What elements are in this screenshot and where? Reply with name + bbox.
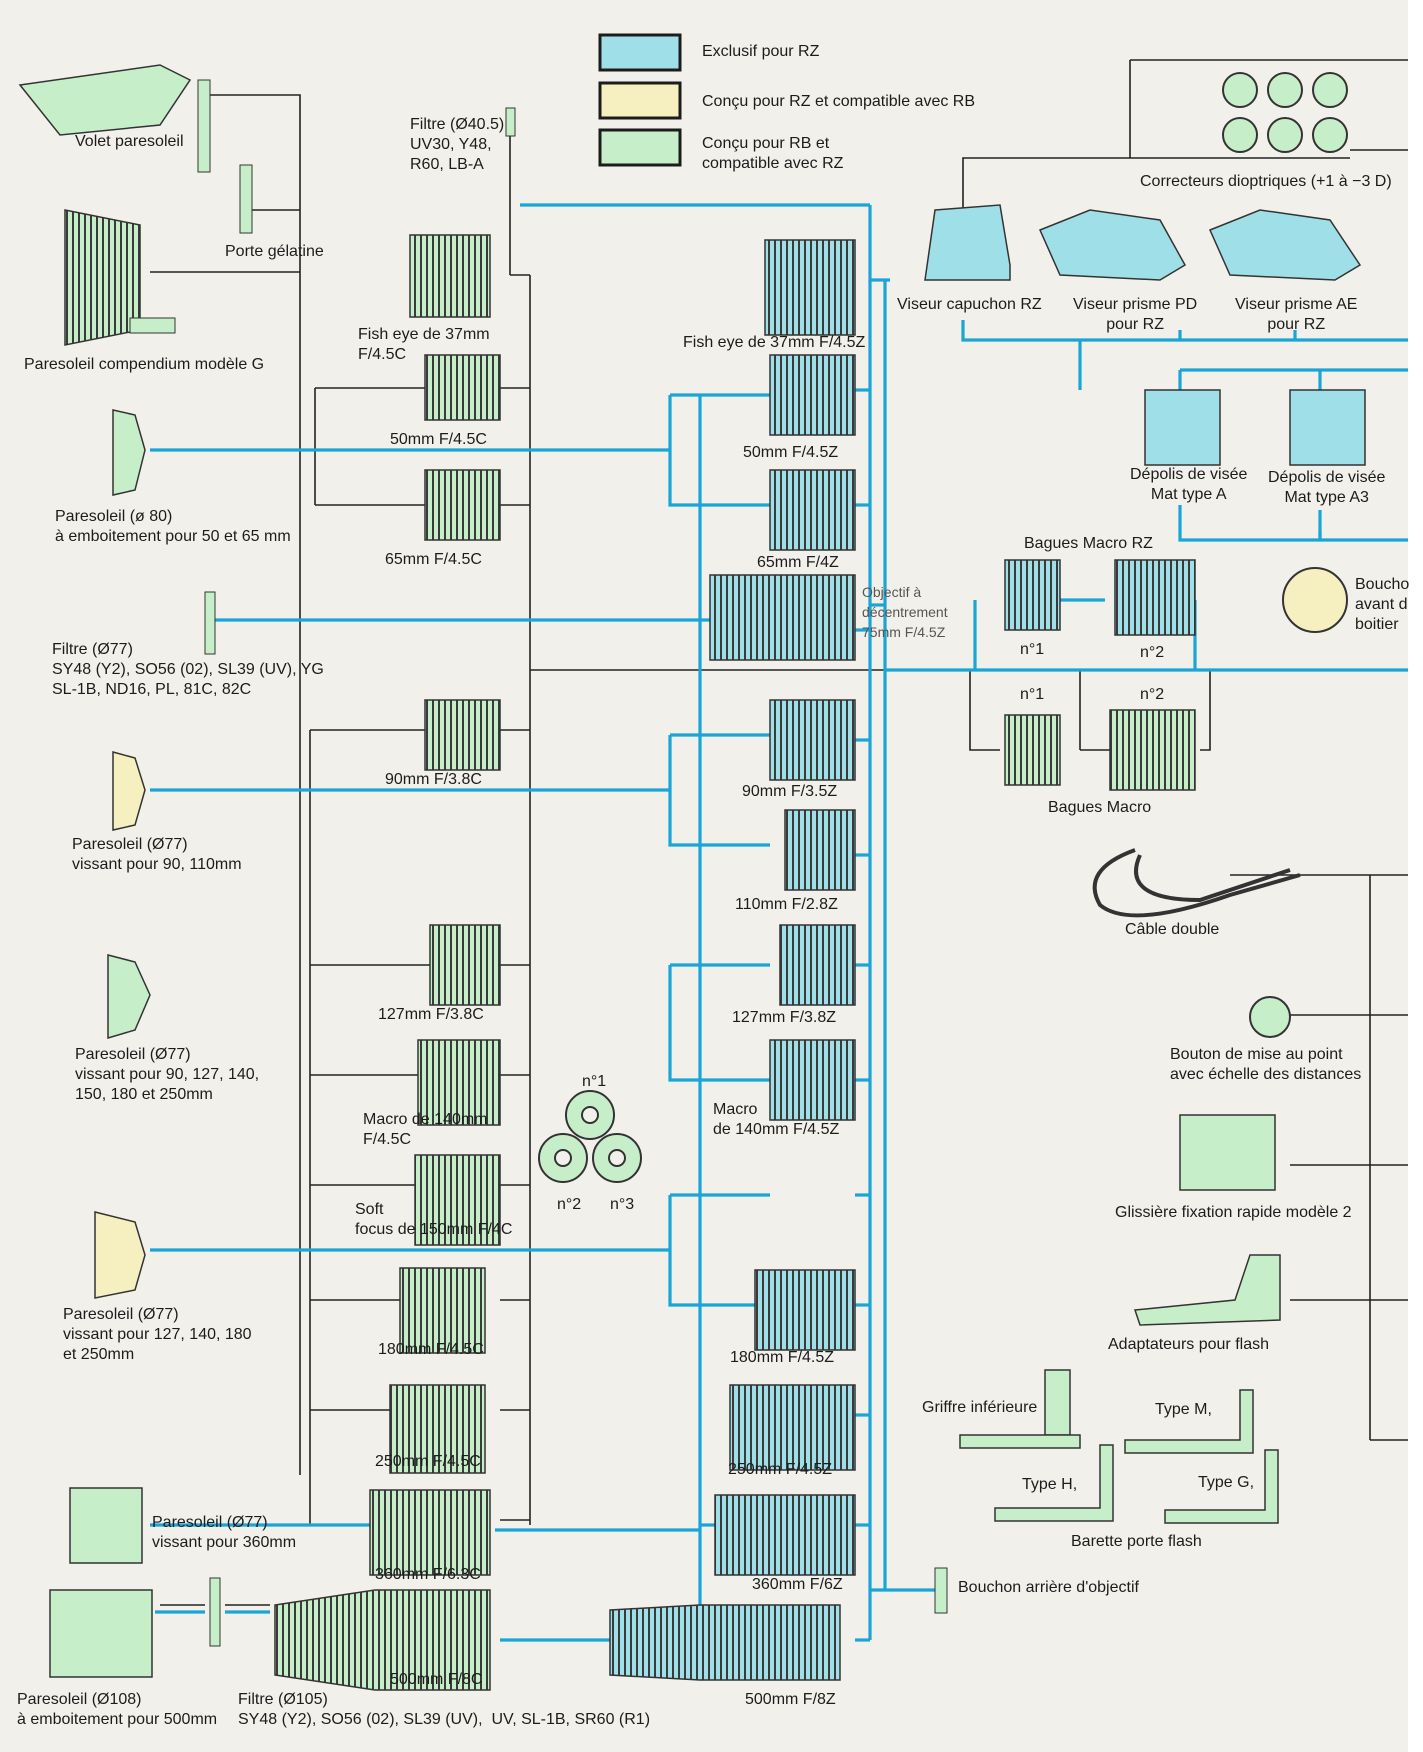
bouchon-arriere-drawing: [934, 1567, 948, 1614]
hood108-drawing: [49, 1589, 153, 1678]
label-rz-shift: Objectif à décentrement 75mm F/4.5Z: [862, 584, 948, 640]
legend-label-rb-compat-rz: Conçu pour RB et compatible avec RZ: [702, 135, 844, 172]
label-disc-n2: n°2: [557, 1196, 582, 1213]
bouchon-avant-drawing: [1282, 567, 1348, 633]
label-filtre105: Filtre (Ø105) SY48 (Y2), SO56 (02), SL39…: [238, 1691, 651, 1728]
label-rz-500: 500mm F/8Z: [745, 1691, 836, 1708]
porte-gelatine-drawing: [239, 164, 253, 234]
label-hood77a: Paresoleil (Ø77) vissant pour 90, 110mm: [72, 836, 242, 873]
label-rb-250: 250mm F/4.5C: [375, 1453, 481, 1470]
label-viseur-pd: Viseur prisme PD pour RZ: [1073, 296, 1198, 333]
label-rz-250: 250mm F/4.5Z: [728, 1461, 833, 1478]
label-correcteurs: Correcteurs dioptriques (+1 à −3 D): [1140, 173, 1392, 190]
hood80-drawing: [112, 409, 146, 496]
label-rz-180: 180mm F/4.5Z: [730, 1349, 835, 1366]
label-depoli-a: Dépolis de visée Mat type A: [1130, 466, 1248, 503]
label-bagues-rz: Bagues Macro RZ: [1024, 535, 1153, 552]
label-bouchon-avant: Boucho avant d boitier: [1355, 576, 1410, 633]
flash-brackets: [959, 1369, 1279, 1524]
blue-connector-lines: [150, 203, 1423, 1642]
label-compendium: Paresoleil compendium modèle G: [24, 356, 265, 373]
label-bagues-rz-n1: n°1: [1020, 641, 1045, 658]
viewfinder-drawings: [924, 204, 1362, 281]
label-disc-n1: n°1: [582, 1073, 607, 1090]
filtre77-drawing: [204, 591, 216, 655]
macro-rings-rb: [1004, 709, 1196, 791]
label-rb-fisheye: Fish eye de 37mm F/4.5C: [358, 326, 490, 363]
legend-label-rz-only: Exclusif pour RZ: [702, 43, 820, 60]
page-edge: [1408, 0, 1423, 1752]
bouton-drawing: [1249, 996, 1291, 1038]
label-hood108: Paresoleil (Ø108) à emboitement pour 500…: [17, 1691, 218, 1728]
label-cable: Câble double: [1125, 921, 1220, 938]
label-filtre405: Filtre (Ø40.5) UV30, Y48, R60, LB-A: [410, 116, 505, 173]
correcteurs-discs: [1222, 72, 1348, 153]
legend-swatches: [598, 33, 682, 167]
label-bagues-n1: n°1: [1020, 686, 1045, 703]
compendium-drawing: [64, 209, 176, 346]
label-rz-90: 90mm F/3.5Z: [742, 783, 838, 800]
label-rb-90: 90mm F/3.8C: [385, 771, 482, 788]
label-rb-macro140: Macro de 140mm F/4.5C: [363, 1111, 488, 1148]
hood77a-drawing: [112, 751, 146, 831]
focusing-screens: [1144, 389, 1366, 466]
label-rb-50: 50mm F/4.5C: [390, 431, 487, 448]
label-bouton: Bouton de mise au point avec échelle des…: [1170, 1046, 1362, 1083]
label-glissiere: Glissière fixation rapide modèle 2: [1115, 1204, 1352, 1221]
label-bagues: Bagues Macro: [1048, 799, 1152, 816]
label-type-h: Type H,: [1022, 1476, 1078, 1493]
label-adaptateurs: Adaptateurs pour flash: [1108, 1336, 1269, 1353]
cable-double-drawing: [1092, 848, 1301, 918]
hood77c-drawing: [94, 1211, 146, 1299]
volet-paresoleil-drawing: [18, 64, 211, 173]
label-rz-127: 127mm F/3.8Z: [732, 1009, 837, 1026]
rz-lens-drawings: [609, 239, 856, 1681]
label-barette: Barette porte flash: [1071, 1533, 1202, 1550]
label-disc-n3: n°3: [610, 1196, 635, 1213]
label-depoli-a3: Dépolis de visée Mat type A3: [1268, 469, 1386, 506]
label-rb-500: 500mm F/8C: [390, 1671, 483, 1688]
label-type-g: Type G,: [1198, 1474, 1255, 1491]
label-griffe: Griffre inférieure: [922, 1399, 1038, 1416]
hood360-drawing: [69, 1487, 143, 1564]
label-rz-fisheye: Fish eye de 37mm F/4.5Z: [683, 334, 866, 351]
hood77b-drawing: [107, 954, 151, 1040]
label-rb-soft150: Soft focus de 150mm F/4C: [355, 1201, 513, 1238]
label-bagues-rz-n2: n°2: [1140, 644, 1165, 661]
soft-focus-discs: [538, 1090, 642, 1183]
label-porte-gelatine: Porte gélatine: [225, 243, 324, 260]
label-volet: Volet paresoleil: [75, 133, 184, 150]
filtre105-drawing: [209, 1577, 221, 1647]
adaptateurs-drawing: [1133, 1254, 1281, 1326]
label-rz-65: 65mm F/4Z: [757, 554, 839, 571]
filtre405-drawing: [505, 107, 516, 137]
label-type-m: Type M,: [1155, 1401, 1212, 1418]
label-filtre77: Filtre (Ø77) SY48 (Y2), SO56 (02), SL39 …: [52, 641, 324, 698]
label-hood77c: Paresoleil (Ø77) vissant pour 127, 140, …: [63, 1306, 252, 1363]
label-hood77b: Paresoleil (Ø77) vissant pour 90, 127, 1…: [75, 1046, 260, 1103]
label-rz-110: 110mm F/2.8Z: [735, 896, 838, 913]
legend-label-rz-compat-rb: Conçu pour RZ et compatible avec RB: [702, 93, 976, 110]
label-rb-127: 127mm F/3.8C: [378, 1006, 484, 1023]
label-rz-macro140: Macro de 140mm F/4.5Z: [713, 1101, 840, 1138]
label-viseur-capuchon: Viseur capuchon RZ: [897, 296, 1042, 313]
label-hood360: Paresoleil (Ø77) vissant pour 360mm: [152, 1514, 297, 1551]
label-bouchon-arriere: Bouchon arrière d'objectif: [958, 1579, 1139, 1596]
label-rz-50: 50mm F/4.5Z: [743, 444, 839, 461]
label-rb-65: 65mm F/4.5C: [385, 551, 482, 568]
label-rb-360: 360mm F/6.3C: [375, 1566, 481, 1583]
label-viseur-ae: Viseur prisme AE pour RZ: [1235, 296, 1358, 333]
rb-lens-drawings: [274, 234, 501, 1691]
macro-rings-rz: [1004, 559, 1196, 636]
glissiere-drawing: [1179, 1114, 1276, 1191]
label-hood80: Paresoleil (ø 80) à emboitement pour 50 …: [55, 508, 291, 545]
label-rb-180: 180mm F/4.5C: [378, 1341, 484, 1358]
label-rz-360: 360mm F/6Z: [752, 1576, 843, 1593]
label-bagues-n2: n°2: [1140, 686, 1165, 703]
